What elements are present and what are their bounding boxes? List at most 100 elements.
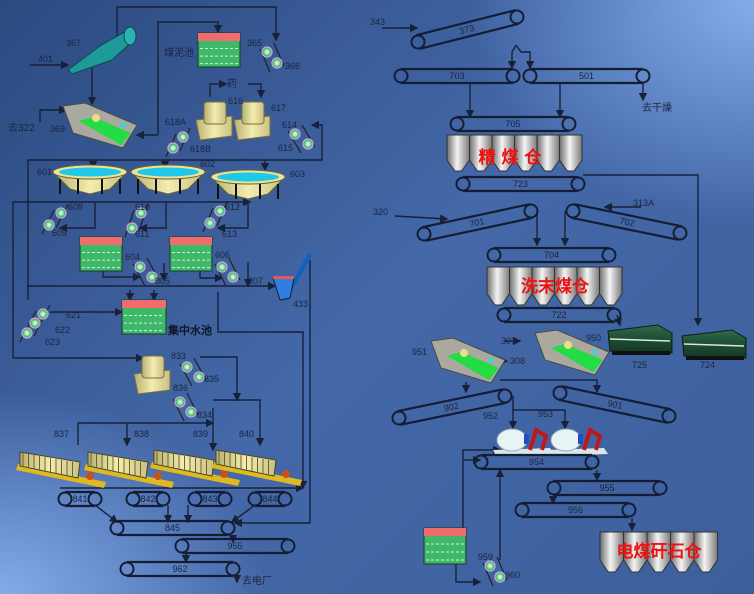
pump-icon xyxy=(216,261,228,273)
equipment-label-616: 616 xyxy=(228,96,243,106)
clean-coal-silo-label: 精 煤 仓 xyxy=(479,147,543,168)
pipe-line xyxy=(58,203,96,233)
pipe-line xyxy=(209,79,228,97)
screen-indicator xyxy=(592,349,598,355)
screen-motor xyxy=(460,349,468,357)
equipment-label-602: 602 xyxy=(200,159,215,169)
thickener[interactable] xyxy=(129,164,207,195)
equipment-label-960: 960 xyxy=(505,570,520,580)
screw-classifier-433[interactable] xyxy=(272,253,312,301)
conveyor-702[interactable] xyxy=(565,203,688,241)
pump-icon xyxy=(193,371,205,383)
conveyor-956[interactable] xyxy=(514,501,637,519)
cyclone-367[interactable] xyxy=(67,26,137,75)
vibrating-screen[interactable] xyxy=(62,102,138,149)
crusher[interactable] xyxy=(547,426,608,456)
pump-pair[interactable] xyxy=(124,203,149,238)
pipe-line xyxy=(515,44,535,70)
pump-pair[interactable] xyxy=(19,304,51,343)
conveyor-label: 954 xyxy=(529,457,544,467)
pump-pair[interactable] xyxy=(165,127,191,158)
conveyor-label: 955 xyxy=(227,541,242,551)
roller xyxy=(449,116,465,132)
pump-pair[interactable] xyxy=(132,257,160,287)
filter-press[interactable] xyxy=(150,449,240,486)
press-motor xyxy=(86,472,94,480)
pump-pair[interactable] xyxy=(41,203,69,235)
roller xyxy=(561,116,577,132)
conveyor-label: 956 xyxy=(568,505,583,515)
pipe-line xyxy=(462,445,502,528)
belt-edge xyxy=(571,216,679,241)
conveyor-844[interactable] xyxy=(247,490,293,508)
conveyor-701[interactable] xyxy=(416,203,539,242)
conveyor-703[interactable] xyxy=(393,67,521,85)
filter-press[interactable] xyxy=(84,451,174,488)
water-tank[interactable] xyxy=(79,236,123,272)
conveyor-373[interactable] xyxy=(410,9,525,50)
conveyor-705[interactable] xyxy=(449,115,577,133)
roller xyxy=(584,454,600,470)
pump-pair[interactable] xyxy=(287,124,316,154)
equipment-label-618B: 618B xyxy=(190,144,211,154)
flotation-machine[interactable] xyxy=(233,101,271,141)
thickener[interactable] xyxy=(51,164,129,195)
vibrating-screen[interactable] xyxy=(534,329,610,376)
conveyor-955r[interactable] xyxy=(546,479,668,497)
filter-press[interactable] xyxy=(16,451,106,488)
conveyor-845[interactable] xyxy=(109,519,236,537)
water-tank[interactable] xyxy=(169,236,213,272)
pump-pair[interactable] xyxy=(202,201,228,233)
pump-icon xyxy=(214,205,226,217)
locomotive[interactable] xyxy=(607,324,673,355)
conveyor-842[interactable] xyxy=(125,490,171,508)
pump-pair[interactable] xyxy=(172,392,199,422)
pump-pair[interactable] xyxy=(482,556,508,587)
pipe-line xyxy=(394,214,449,223)
conveyor-954[interactable] xyxy=(473,453,600,471)
equipment-label-369: 369 xyxy=(50,124,65,134)
loco-wheels xyxy=(686,356,744,360)
thickener[interactable] xyxy=(209,169,287,200)
vibrating-screen[interactable] xyxy=(430,337,506,384)
conveyor-label: 703 xyxy=(449,71,464,81)
conveyor-723[interactable] xyxy=(455,175,586,193)
pump-pair[interactable] xyxy=(179,357,207,387)
locomotive[interactable] xyxy=(681,329,747,360)
conveyor-704[interactable] xyxy=(486,246,617,264)
conveyor-722[interactable] xyxy=(496,306,622,324)
conveyor-962[interactable] xyxy=(119,560,241,578)
loco-body xyxy=(607,324,673,354)
flotation-machine[interactable] xyxy=(133,355,171,395)
roller xyxy=(455,176,471,192)
water-tank[interactable] xyxy=(423,527,467,565)
pump-icon xyxy=(174,396,186,408)
conveyor-901[interactable] xyxy=(552,385,677,424)
conveyor-label: 955 xyxy=(599,483,614,493)
cyclone-head xyxy=(123,26,137,46)
conveyor-902[interactable] xyxy=(391,388,513,426)
pump-pair[interactable] xyxy=(214,257,241,287)
roller xyxy=(393,68,409,84)
screen-motor xyxy=(564,341,572,349)
conveyor-501[interactable] xyxy=(522,67,651,85)
pump-pair[interactable] xyxy=(259,42,285,73)
roller xyxy=(125,491,141,507)
crusher[interactable] xyxy=(493,426,554,456)
water-tank[interactable] xyxy=(197,32,241,68)
conveyor-841[interactable] xyxy=(57,490,103,508)
flotation-machine[interactable] xyxy=(195,101,233,141)
conveyor-955l[interactable] xyxy=(174,537,296,555)
conveyor-843[interactable] xyxy=(187,490,233,508)
roller xyxy=(416,226,432,242)
press-motor xyxy=(220,470,228,478)
water-tank[interactable] xyxy=(121,299,167,335)
equipment-label-366: 366 xyxy=(285,61,300,71)
pipe-line xyxy=(27,120,323,300)
crusher-drum xyxy=(496,428,528,452)
thickener-water xyxy=(59,167,121,177)
crusher-guard xyxy=(528,426,549,451)
silo xyxy=(486,266,510,306)
filter-press[interactable] xyxy=(212,449,302,486)
